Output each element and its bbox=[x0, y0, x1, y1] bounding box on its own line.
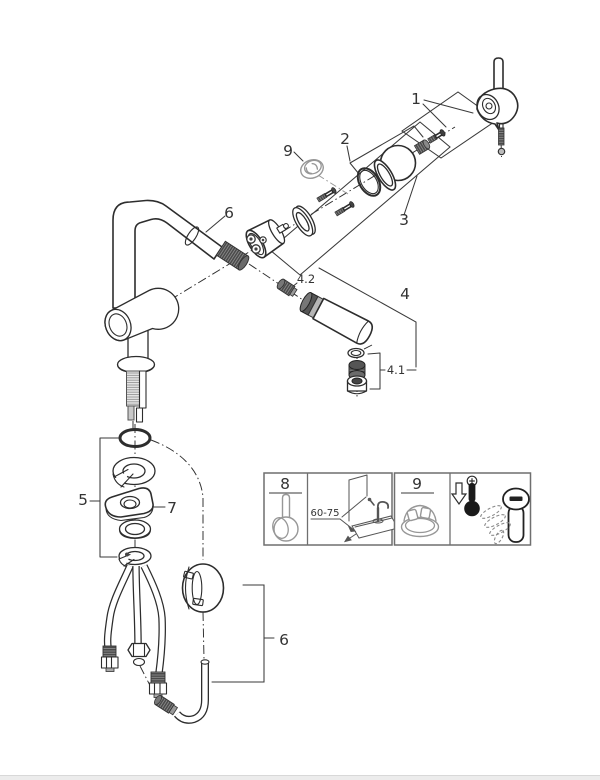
inset-9-number: 9 bbox=[412, 475, 422, 493]
mounting-hardware bbox=[104, 428, 156, 569]
aerator-sleeve bbox=[346, 375, 368, 395]
mounting-tool-part9 bbox=[300, 158, 324, 180]
inset-box-8: 8 60-75 bbox=[263, 472, 399, 546]
supply-hoses bbox=[100, 564, 168, 698]
left-hose-fitting bbox=[100, 645, 119, 672]
group-box-part3 bbox=[269, 121, 451, 276]
check-valve bbox=[276, 278, 298, 297]
callout-6-spout: 6 bbox=[224, 204, 234, 222]
base-o-ring bbox=[118, 428, 152, 448]
horseshoe-washer bbox=[112, 456, 156, 492]
right-hose-fitting bbox=[148, 671, 168, 698]
threaded-shank bbox=[126, 370, 140, 407]
base-flange bbox=[116, 355, 156, 374]
retaining-ring bbox=[292, 205, 316, 237]
pull-out-spray-head bbox=[299, 292, 374, 345]
faucet-side-body bbox=[104, 287, 180, 342]
page-bottom-bar bbox=[0, 775, 600, 780]
handle-screw-ball bbox=[497, 147, 506, 156]
bracket-part6-hose bbox=[211, 584, 275, 683]
hot-surface-warning-icon bbox=[450, 475, 480, 517]
callout-3: 3 bbox=[399, 211, 409, 229]
lever-handle-icon bbox=[272, 493, 299, 542]
shank-hex-nut bbox=[127, 642, 151, 667]
callout-6-hose: 6 bbox=[279, 631, 289, 649]
c-washer bbox=[118, 546, 152, 569]
wing-nut-part7 bbox=[104, 487, 154, 522]
callout-9: 9 bbox=[283, 142, 293, 160]
callout-4-2: 4.2 bbox=[297, 272, 315, 286]
callout-1: 1 bbox=[411, 90, 421, 108]
o-ring bbox=[356, 167, 382, 197]
base-washer bbox=[118, 519, 152, 540]
bracket-part5 bbox=[89, 437, 120, 558]
cartridge-screws bbox=[316, 187, 355, 217]
mounting-clearance-icon bbox=[310, 474, 399, 543]
inset-8-number: 8 bbox=[280, 475, 290, 493]
hose-weight bbox=[181, 563, 225, 613]
lever-handle bbox=[476, 57, 519, 156]
callout-4: 4 bbox=[400, 285, 410, 303]
callout-labels: 1 2 3 4 4.1 4.2 5 6 6 7 9 bbox=[78, 90, 421, 649]
bracket-part4-1 bbox=[367, 352, 381, 390]
spout-threaded-tip bbox=[215, 240, 250, 271]
handle-set-screw-and-nut bbox=[413, 129, 446, 155]
callout-lines bbox=[89, 91, 498, 683]
bracket-part4 bbox=[318, 267, 417, 371]
cartridge-ports bbox=[246, 234, 267, 254]
aerator-parts bbox=[346, 347, 368, 395]
handle-screw bbox=[498, 127, 505, 146]
pull-out-hose bbox=[154, 659, 210, 724]
callout-7: 7 bbox=[167, 499, 177, 517]
cartridge bbox=[245, 219, 289, 259]
clearance-dimension: 60-75 bbox=[310, 508, 339, 519]
faucet-body-and-spout bbox=[104, 199, 250, 423]
callout-5: 5 bbox=[78, 491, 88, 509]
hand-on-lever-icon bbox=[480, 487, 530, 545]
dome-cap bbox=[373, 144, 417, 191]
mounting-tool-icon bbox=[400, 504, 440, 538]
down-arrow-icon bbox=[450, 482, 468, 506]
inset-box-9: 9 bbox=[393, 472, 532, 546]
hose-end-fitting bbox=[154, 695, 179, 716]
callout-4-1: 4.1 bbox=[387, 363, 405, 377]
callout-2: 2 bbox=[340, 130, 350, 148]
